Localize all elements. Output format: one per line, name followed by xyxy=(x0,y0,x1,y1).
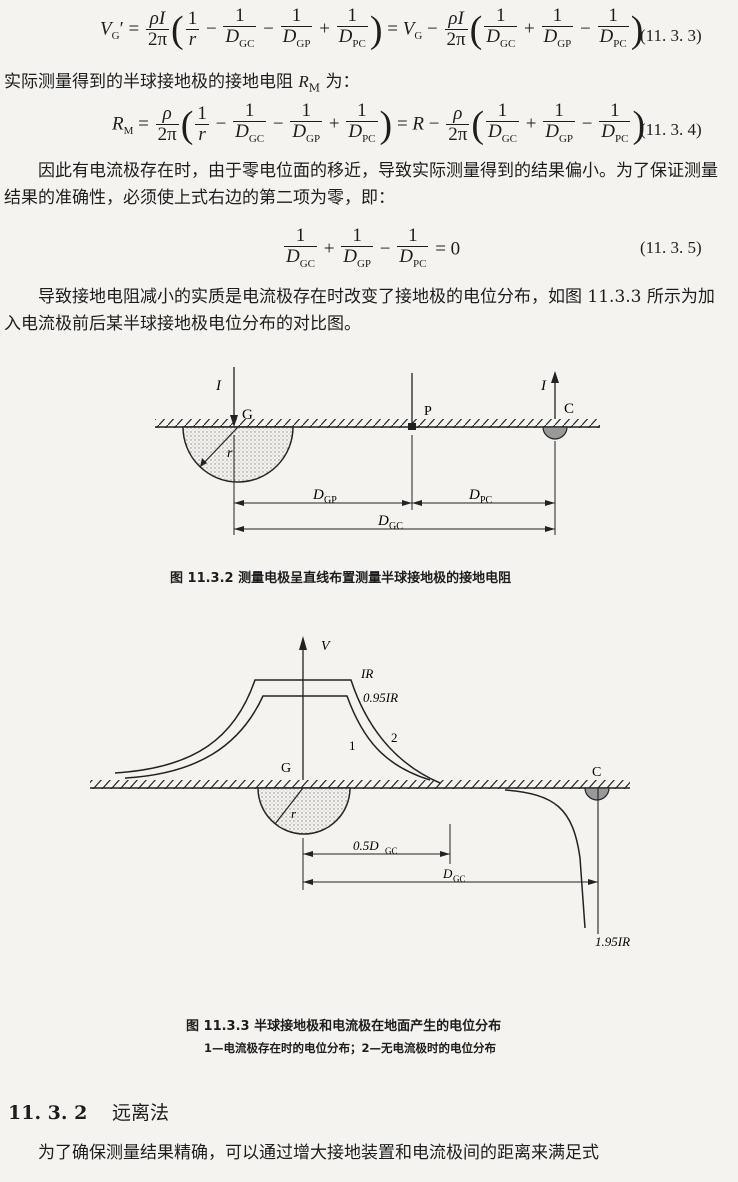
label-195ir: 1.95IR xyxy=(595,934,630,949)
figure-11-3-3-diagram: V IR 0.95IR 1 2 G C r 0.5D GC D GC 1.95I… xyxy=(90,636,630,949)
label-c: C xyxy=(564,401,574,417)
figure-11-3-2-caption: 图 11.3.2 测量电极呈直线布置测量半球接地极的接地电阻 xyxy=(170,571,512,586)
label-p: P xyxy=(424,404,432,419)
label-i-right: I xyxy=(540,378,547,394)
section-title: 远离法 xyxy=(111,1102,169,1124)
rm-intro-suffix: 为： xyxy=(320,72,360,92)
equation-number-11-3-3: (11. 3. 3) xyxy=(640,26,702,45)
label-v: V xyxy=(321,639,331,654)
label-dgc: D xyxy=(442,866,453,881)
paragraph-reason: 因此有电流极存在时，由于零电位面的移近，导致实际测量得到的结果偏小。为了保证测量… xyxy=(4,161,718,208)
label-dgp: D xyxy=(312,487,324,503)
section-heading: 11. 3. 2 远离法 xyxy=(8,1098,169,1125)
figure-11-3-2-diagram: I G P I C r D GP D PC D GC xyxy=(155,367,600,535)
potential-curve-2 xyxy=(114,679,441,784)
paragraph-last-line: 为了确保测量结果精确，可以通过增大接地装置和电流极间的距离来满足式 xyxy=(38,1143,599,1163)
potential-curve-c xyxy=(504,789,586,929)
rm-intro-prefix: 实际测量得到的半球接地极的接地电阻 xyxy=(4,72,299,92)
label-c: C xyxy=(592,765,601,780)
ground-hatching xyxy=(155,419,600,428)
rm-intro-line: 实际测量得到的半球接地极的接地电阻 RM 为： xyxy=(4,68,359,101)
current-electrode-c xyxy=(542,426,568,440)
radius-arrow xyxy=(199,426,239,468)
label-i-left: I xyxy=(215,378,222,394)
equation-number-11-3-4: (11. 3. 4) xyxy=(640,120,702,139)
label-dgc-sub: GC xyxy=(389,521,403,532)
label-curve-1: 1 xyxy=(349,738,356,753)
potential-curve-1 xyxy=(124,695,431,781)
ground-hatching xyxy=(90,780,630,789)
label-r: r xyxy=(227,446,233,461)
label-curve-2: 2 xyxy=(391,730,398,745)
label-half-dgc-sub: GC xyxy=(385,846,398,856)
equation-number-11-3-5: (11. 3. 5) xyxy=(640,238,702,257)
label-dgc-sub: GC xyxy=(453,874,466,884)
rm-intro-symbol: R xyxy=(298,72,309,91)
label-dgp-sub: GP xyxy=(324,495,337,506)
label-dgc: D xyxy=(377,513,389,529)
figure-11-3-3-caption: 图 11.3.3 半球接地极和电流极在地面产生的电位分布 xyxy=(186,1019,502,1034)
section-number: 11. 3. 2 xyxy=(8,1102,88,1124)
label-095ir: 0.95IR xyxy=(363,690,398,705)
radius-arrow xyxy=(274,787,304,825)
label-r: r xyxy=(291,806,297,821)
label-dpc: D xyxy=(468,487,480,503)
label-g: G xyxy=(281,761,291,776)
rm-intro-sub: M xyxy=(308,81,321,95)
paragraph-cause: 导致接地电阻减小的实质是电流极存在时改变了接地极的电位分布，如图 11.3.3 … xyxy=(4,287,715,334)
label-half-dgc: 0.5D xyxy=(353,838,379,853)
label-ir: IR xyxy=(360,666,373,681)
current-electrode-c xyxy=(584,787,610,801)
label-g: G xyxy=(242,407,253,423)
figure-11-3-3-subcaption: 1—电流极存在时的电位分布；2—无电流极时的电位分布 xyxy=(204,1041,497,1055)
label-dpc-sub: PC xyxy=(480,495,493,506)
